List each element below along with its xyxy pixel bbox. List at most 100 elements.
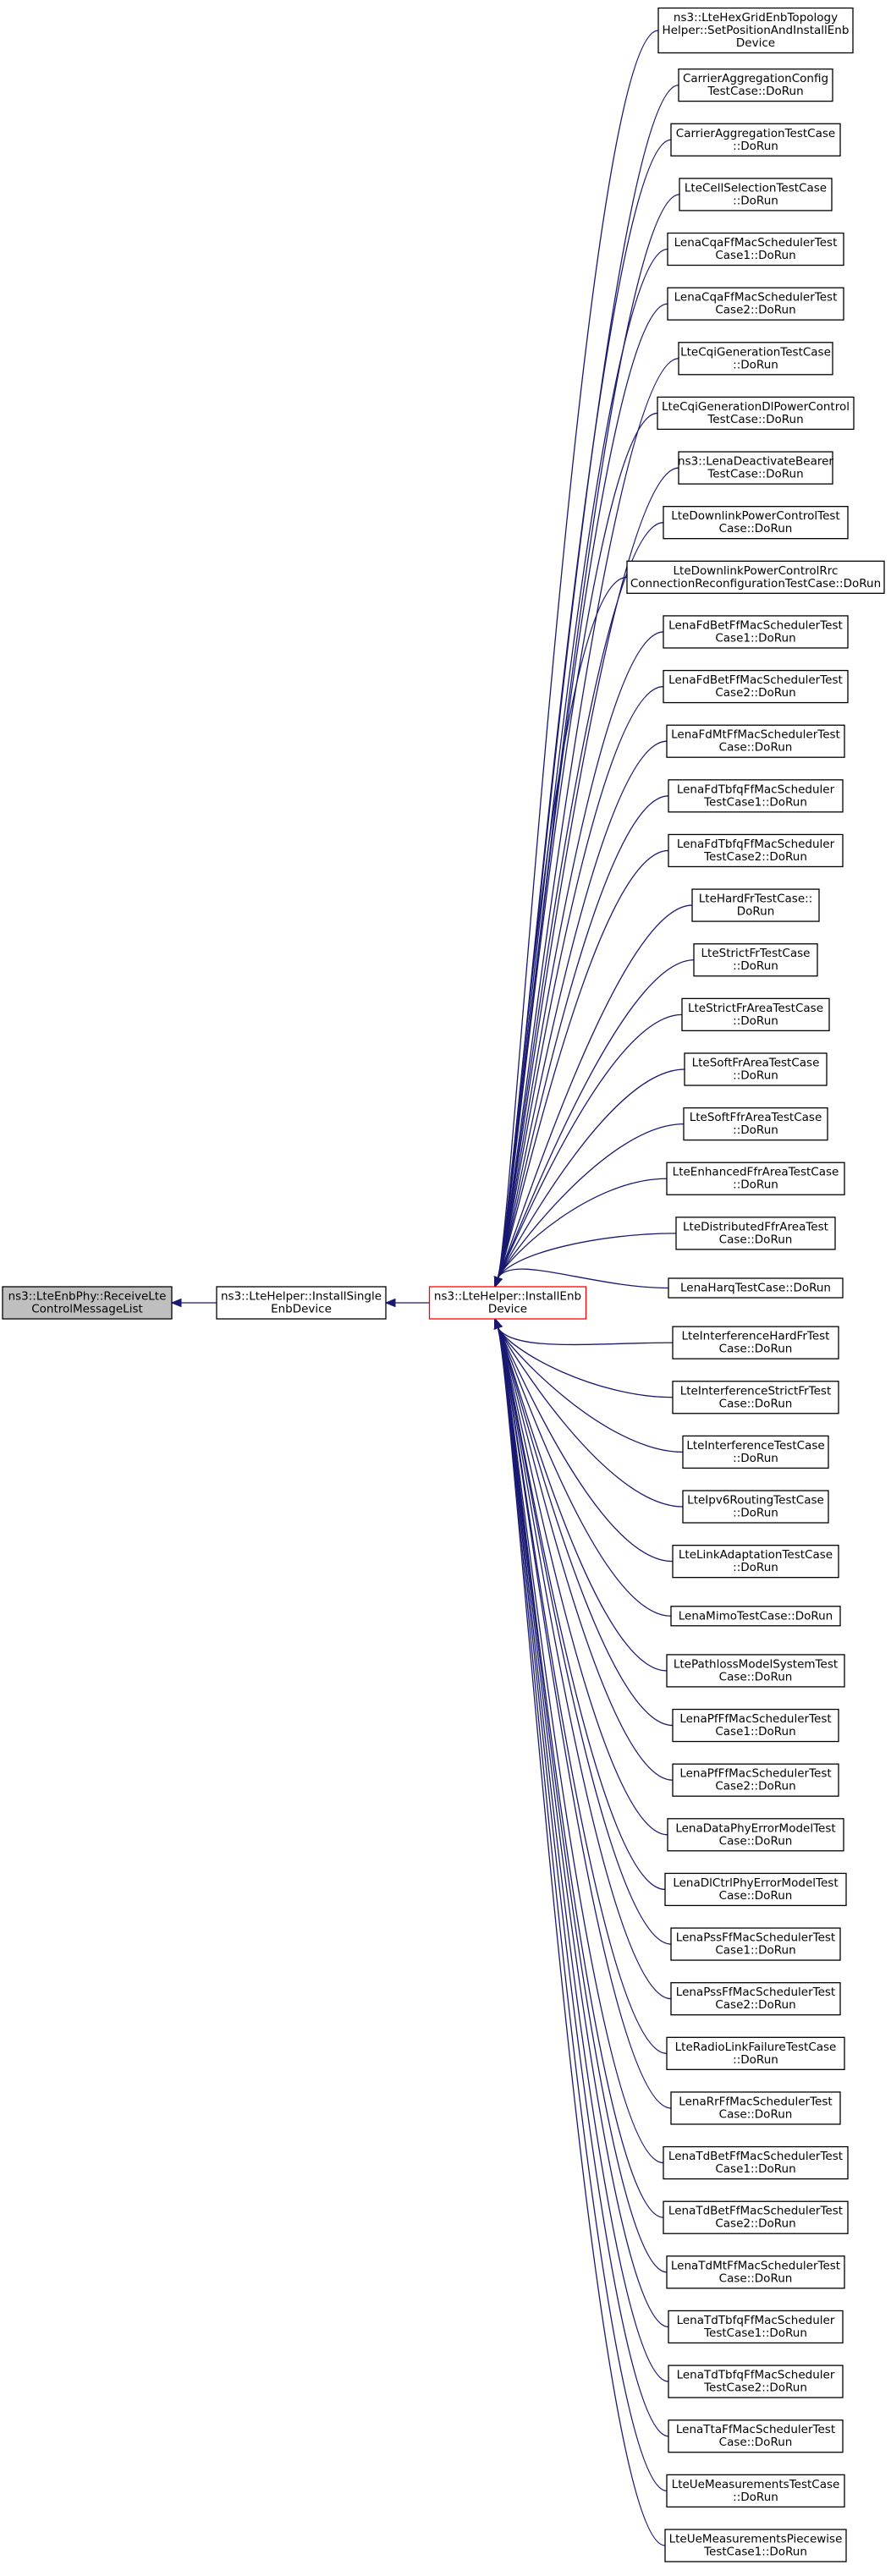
node-caller[interactable]: LteRadioLinkFailureTestCase::DoRun [666,2036,845,2070]
node-caller[interactable]: LenaMimoTestCase::DoRun [670,1606,841,1627]
edge-caller-to-focus [497,1268,669,1289]
node-caller-label-line: ns3::LenaDeactivateBearer [678,455,833,469]
node-caller-label-line: TestCase2::DoRun [703,850,807,864]
node-caller-label-line: LteInterferenceTestCase [686,1439,824,1453]
node-caller[interactable]: LteIpv6RoutingTestCase::DoRun [682,1490,829,1524]
edge-caller-to-focus [497,1326,669,2382]
node-caller-label-line: LenaPfFfMacSchedulerTest [679,1712,831,1726]
node-caller-label-line: Case::DoRun [719,741,793,755]
node-caller[interactable]: LteStrictFrAreaTestCase::DoRun [681,997,830,1031]
node-caller[interactable]: LteUeMeasurementsPiecewiseTestCase1::DoR… [664,2529,847,2562]
node-caller[interactable]: LteSoftFfrAreaTestCase::DoRun [683,1107,828,1141]
node-caller[interactable]: LteSoftFrAreaTestCase::DoRun [684,1052,828,1086]
node-caller-label-line: LenaFdTbfqFfMacScheduler [677,783,835,796]
node-caller[interactable]: LteCellSelectionTestCase::DoRun [679,178,833,211]
edge-caller-to-focus [497,959,695,1279]
node-caller[interactable]: LteUeMeasurementsTestCase::DoRun [666,2474,845,2508]
node-root[interactable]: ns3::LteEnbPhy::ReceiveLteControlMessage… [2,1286,173,1320]
node-caller-box [670,1982,841,2016]
node-caller-label-line: LenaPfFfMacSchedulerTest [679,1767,831,1781]
node-caller-box [666,1654,845,1688]
edge-caller-to-focus [497,631,664,1279]
node-caller-box [672,1381,839,1414]
node-caller-label-line: TestCase2::DoRun [703,2381,807,2395]
node-caller-label-line: LenaTtaFfMacSchedulerTest [676,2423,835,2436]
node-caller-box [672,1763,839,1797]
edge-caller-to-focus [497,1326,672,1617]
node-caller-label-line: Case1::DoRun [715,1725,795,1738]
node-caller[interactable]: LteEnhancedFfrAreaTestCase::DoRun [666,1162,845,1195]
edge-caller-to-focus [497,1178,668,1279]
node-caller-box [682,1435,829,1469]
node-caller-label-line: LenaDlCtrlPhyErrorModelTest [673,1876,838,1890]
node-caller[interactable]: ns3::LteHexGridEnbTopologyHelper::SetPos… [657,7,854,54]
node-caller[interactable]: CarrierAggregationTestCase::DoRun [670,123,841,157]
node-caller-box [668,779,844,813]
node-caller-box [667,1818,844,1852]
node-caller-box [668,833,844,868]
node-caller-label-line: CarrierAggregationConfig [683,72,828,85]
node-caller[interactable]: LteLinkAdaptationTestCase::DoRun [672,1545,839,1579]
node-root-box [2,1286,173,1320]
edge-caller-to-focus [497,1013,683,1279]
edge-caller-to-focus [497,1326,674,1781]
node-caller-box [683,1107,828,1141]
node-caller[interactable]: LteCqiGenerationDlPowerControlTestCase::… [657,396,855,431]
node-caller-box [672,1326,839,1359]
node-caller-label-line: ::DoRun [733,194,778,207]
node-caller-label-line: LteEnhancedFfrAreaTestCase [673,1166,839,1179]
node-caller-label-line: Case::DoRun [719,1343,793,1356]
node-caller-label-line: ConnectionReconfigurationTestCase::DoRun [630,577,881,590]
node-caller-box [668,1277,844,1299]
node-caller-label-line: Case1::DoRun [715,249,795,262]
node-root-label-line: ControlMessageList [31,1303,143,1316]
edge-caller-to-focus [497,1326,668,1672]
node-caller-label-line: LteInterferenceStrictFrTest [680,1384,832,1398]
node-caller[interactable]: LteStrictFrTestCase::DoRun [693,943,818,977]
node-caller-box [678,451,833,485]
node-caller-label-line: LteUeMeasurementsTestCase [672,2478,840,2491]
node-caller-label-line: DoRun [737,905,775,919]
node-caller-label-line: ::DoRun [733,1178,778,1192]
node-caller[interactable]: LteDownlinkPowerControlRrcConnectionReco… [626,560,885,594]
node-caller[interactable]: LteHardFrTestCase::DoRun [691,888,820,922]
node-caller[interactable]: LteInterferenceTestCase::DoRun [682,1435,829,1469]
node-caller-label-line: ::DoRun [733,1123,778,1137]
edge-caller-to-focus [497,1326,666,2546]
node-caller[interactable]: LenaHarqTestCase::DoRun [668,1277,844,1299]
node-caller-box [670,123,841,157]
node-caller-label-line: Case::DoRun [719,1397,793,1410]
edge-caller-to-focus [497,30,659,1279]
node-caller[interactable]: LteCqiGenerationTestCase::DoRun [678,342,833,376]
node-caller-box [663,506,849,540]
